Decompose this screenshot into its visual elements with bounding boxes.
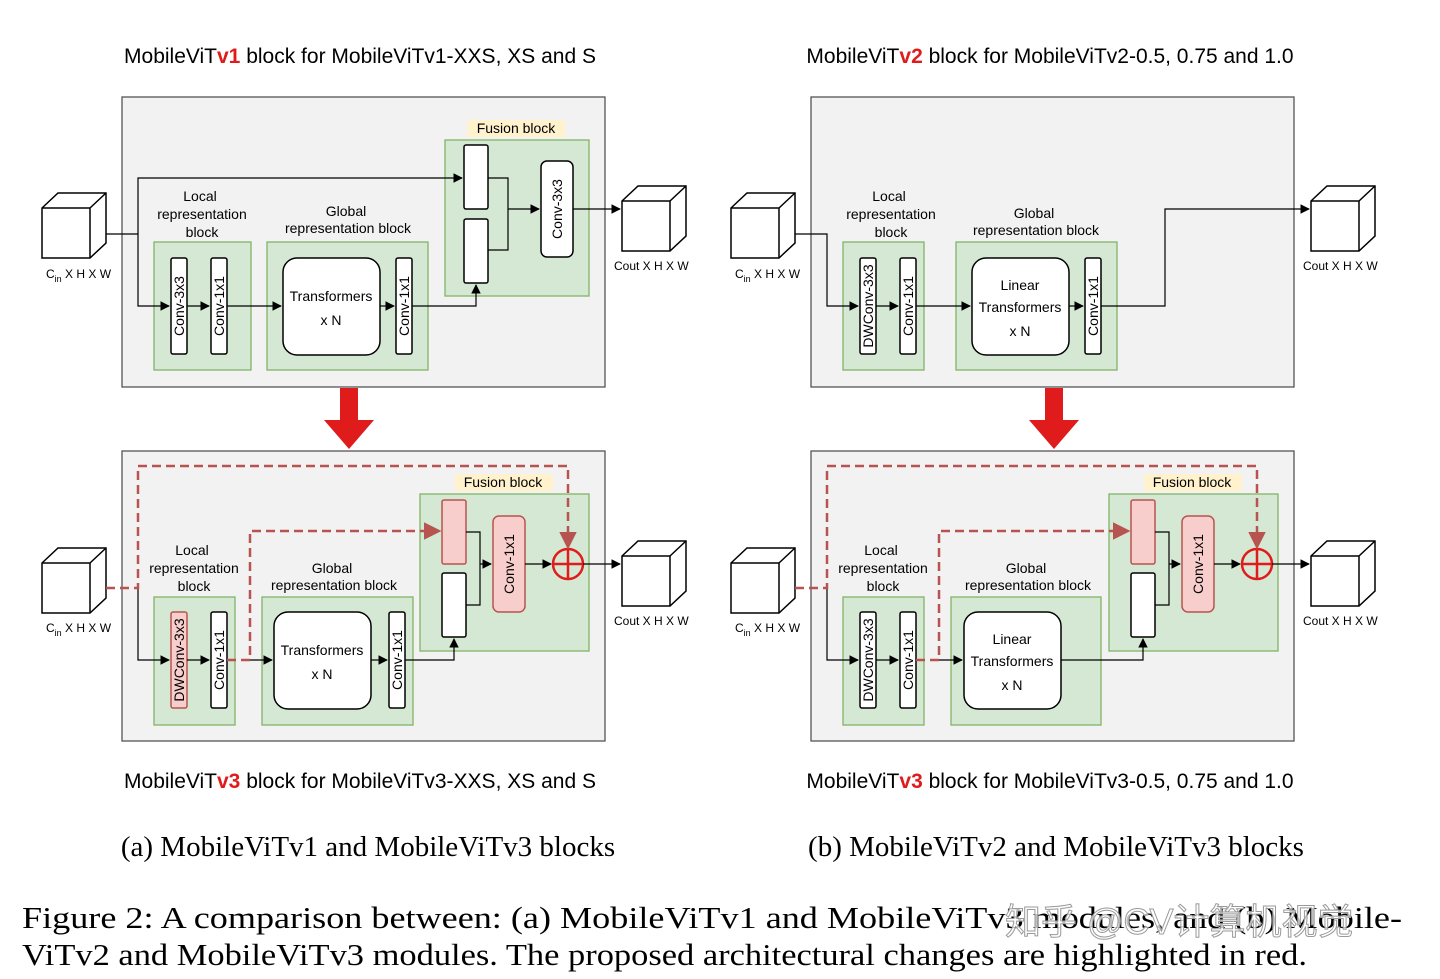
panel-b-top-title: MobileViTv2 block for MobileViTv2-0.5, 0… bbox=[806, 45, 1293, 68]
red-dashed-connections bbox=[106, 464, 577, 662]
transformers-label: Transformers bbox=[971, 653, 1054, 669]
red-dashed-connections bbox=[795, 464, 1266, 662]
conv1x1-label: Conv-1x1 bbox=[211, 630, 227, 690]
transformers-label: Transformers bbox=[979, 299, 1062, 315]
linear-label: Linear bbox=[993, 631, 1032, 647]
transformers-box bbox=[273, 611, 372, 710]
fusion-input-1 bbox=[441, 499, 467, 565]
linear-label: Linear bbox=[1001, 277, 1040, 293]
connections bbox=[826, 531, 1310, 665]
add-icon bbox=[551, 547, 585, 581]
global-label-2: representation block bbox=[285, 220, 412, 236]
transformers-label: Transformers bbox=[290, 288, 373, 304]
output-cube bbox=[1310, 185, 1376, 252]
local-label-2: representation bbox=[149, 560, 239, 576]
figure-caption-line-1: Figure 2: A comparison between: (a) Mobi… bbox=[22, 900, 1402, 935]
local-label-3: block bbox=[186, 224, 220, 240]
transformers-repeat-label: x N bbox=[1010, 323, 1031, 339]
connections bbox=[137, 531, 621, 665]
local-label-2: representation bbox=[157, 206, 247, 222]
fusion-conv1x1-label: Conv-1x1 bbox=[1190, 534, 1206, 594]
fusion-label: Fusion block bbox=[1153, 474, 1233, 490]
panel-b-bottom: Cin X H X W Local representation block D… bbox=[730, 450, 1378, 793]
local-label-3: block bbox=[875, 224, 909, 240]
conv1x1-label: Conv-1x1 bbox=[900, 276, 916, 336]
panel-a-top-title: MobileViTv1 block for MobileViTv1-XXS, X… bbox=[124, 45, 596, 68]
input-dims-label: Cin X H X W bbox=[735, 267, 801, 284]
local-label-2: representation bbox=[838, 560, 928, 576]
fusion-conv1x1-label: Conv-1x1 bbox=[501, 534, 517, 594]
conv1x1-label: Conv-1x1 bbox=[900, 630, 916, 690]
output-cube bbox=[621, 185, 687, 252]
local-label-1: Local bbox=[864, 542, 897, 558]
input-dims-label: Cin X H X W bbox=[735, 621, 801, 638]
global-label-1: Global bbox=[1006, 560, 1046, 576]
global-label-2: representation block bbox=[973, 222, 1100, 238]
fusion-label-bg bbox=[1144, 474, 1242, 491]
panel-a-bottom: Cin X H X W Local representation block D… bbox=[41, 450, 689, 793]
conv1x1-global-label: Conv-1x1 bbox=[1085, 276, 1101, 336]
transformers-repeat-label: x N bbox=[321, 312, 342, 328]
fusion-input-1 bbox=[463, 144, 489, 210]
transformers-repeat-label: x N bbox=[1002, 677, 1023, 693]
conv1x1-label: Conv-1x1 bbox=[211, 276, 227, 336]
output-dims-label: Cout X H X W bbox=[1303, 614, 1378, 628]
input-cube bbox=[730, 547, 796, 614]
fusion-input-2 bbox=[1130, 572, 1156, 638]
fusion-label: Fusion block bbox=[477, 120, 557, 136]
global-label-1: Global bbox=[326, 203, 366, 219]
panel-a-top: MobileViTv1 block for MobileViTv1-XXS, X… bbox=[41, 45, 689, 388]
input-cube bbox=[730, 192, 796, 259]
output-dims-label: Cout X H X W bbox=[614, 614, 689, 628]
local-label-1: Local bbox=[872, 188, 905, 204]
panel-b-bottom-title: MobileViTv3 block for MobileViTv3-0.5, 0… bbox=[806, 770, 1293, 793]
global-label-2: representation block bbox=[271, 577, 398, 593]
fusion-label-bg bbox=[467, 120, 565, 137]
input-dims-label: Cin X H X W bbox=[46, 621, 112, 638]
transformers-label: Transformers bbox=[281, 642, 364, 658]
dwconv3x3-label: DWConv-3x3 bbox=[860, 618, 876, 701]
output-dims-label: Cout X H X W bbox=[614, 259, 689, 273]
fusion-label-bg bbox=[455, 474, 553, 491]
local-label-3: block bbox=[867, 578, 901, 594]
connections bbox=[106, 173, 621, 311]
subcaption-b: (b) MobileViTv2 and MobileViTv3 blocks bbox=[808, 831, 1304, 863]
fusion-input-2 bbox=[463, 218, 489, 284]
fusion-input-2 bbox=[441, 572, 467, 638]
subcaption-a: (a) MobileViTv1 and MobileViTv3 blocks bbox=[121, 831, 615, 863]
fusion-input-1 bbox=[1130, 499, 1156, 565]
figure-caption-line-2: ViTv2 and MobileViTv3 modules. The propo… bbox=[22, 937, 1307, 972]
global-label-1: Global bbox=[1014, 205, 1054, 221]
transition-arrow-b bbox=[1029, 388, 1079, 449]
local-label-2: representation bbox=[846, 206, 936, 222]
connections bbox=[795, 204, 1310, 311]
input-cube bbox=[41, 547, 107, 614]
local-label-1: Local bbox=[183, 188, 216, 204]
fusion-conv3x3-label: Conv-3x3 bbox=[549, 179, 565, 239]
fusion-label: Fusion block bbox=[464, 474, 544, 490]
input-cube bbox=[41, 192, 107, 259]
transformers-box bbox=[282, 257, 381, 356]
output-cube bbox=[1310, 540, 1376, 607]
input-dims-label: Cin X H X W bbox=[46, 267, 112, 284]
conv3x3-label: Conv-3x3 bbox=[171, 276, 187, 336]
output-cube bbox=[621, 540, 687, 607]
conv1x1-global-label: Conv-1x1 bbox=[396, 276, 412, 336]
add-icon bbox=[1240, 547, 1274, 581]
dwconv3x3-label: DWConv-3x3 bbox=[860, 264, 876, 347]
global-label-2: representation block bbox=[965, 577, 1092, 593]
global-label-1: Global bbox=[312, 560, 352, 576]
watermark: 知乎 @CV计算机视觉 bbox=[1005, 901, 1354, 942]
output-dims-label: Cout X H X W bbox=[1303, 259, 1378, 273]
local-label-1: Local bbox=[175, 542, 208, 558]
dwconv3x3-label: DWConv-3x3 bbox=[171, 618, 187, 701]
transition-arrow-a bbox=[324, 388, 374, 449]
local-label-3: block bbox=[178, 578, 212, 594]
transformers-repeat-label: x N bbox=[312, 666, 333, 682]
panel-a-bottom-title: MobileViTv3 block for MobileViTv3-XXS, X… bbox=[124, 770, 596, 793]
panel-b-top: MobileViTv2 block for MobileViTv2-0.5, 0… bbox=[730, 45, 1378, 388]
conv1x1-global-label: Conv-1x1 bbox=[389, 630, 405, 690]
